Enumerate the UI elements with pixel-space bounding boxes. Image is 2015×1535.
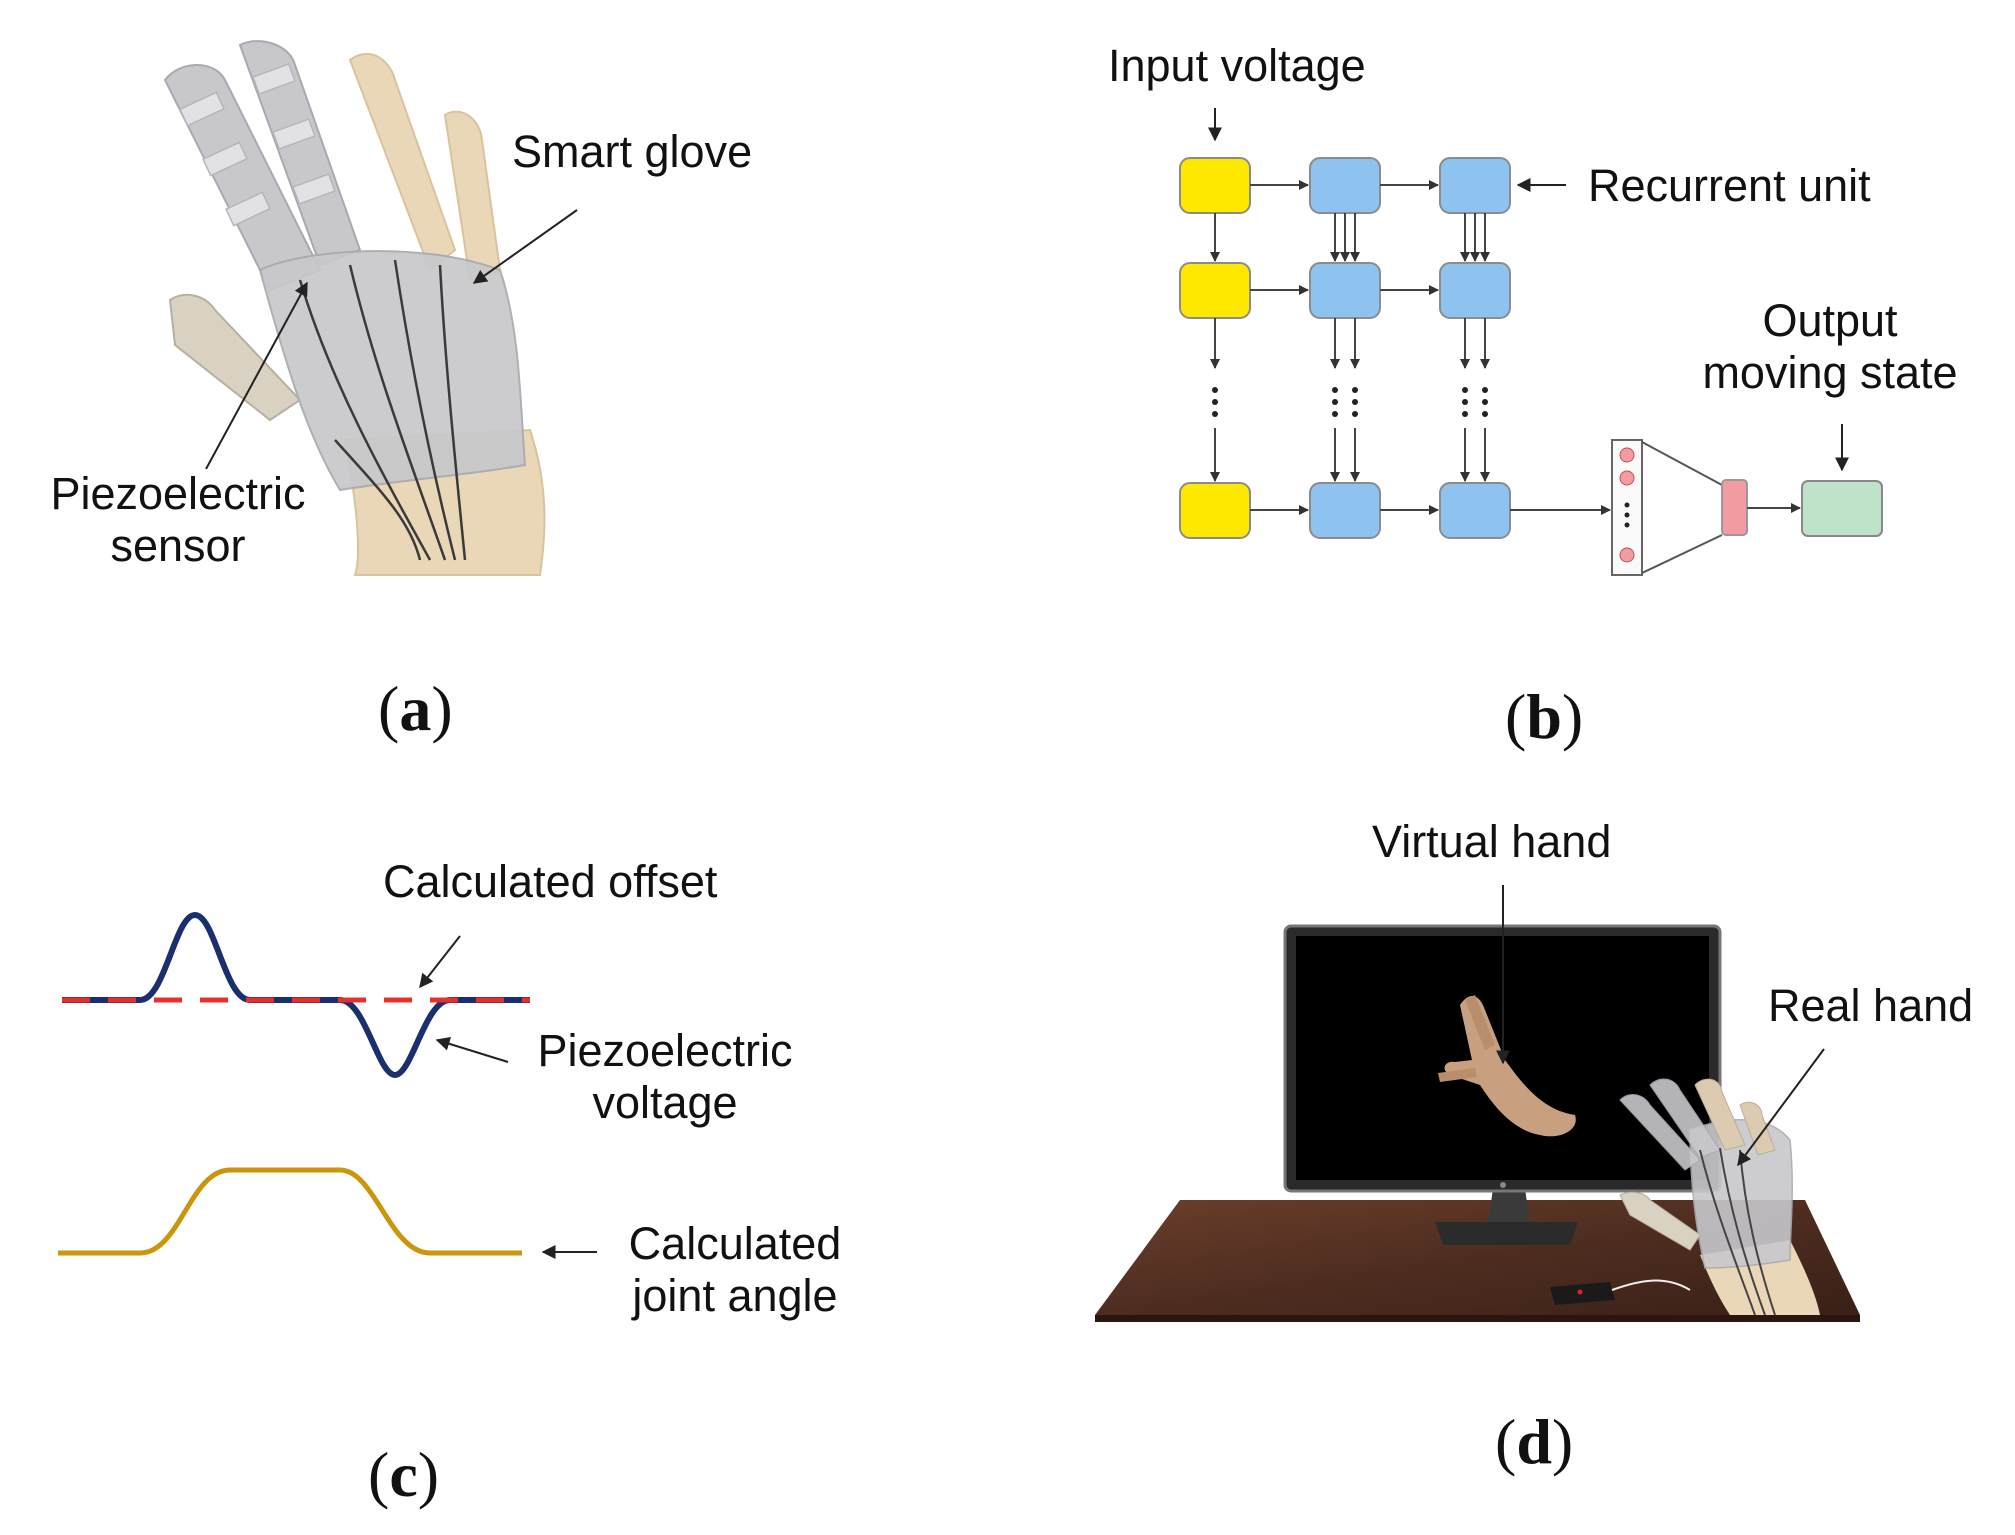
phone [1550,1282,1615,1305]
real-hand-label: Real hand [1768,980,1974,1031]
caption-b: (b) [1505,680,1583,754]
piezo-voltage-label: Piezoelectric voltage [510,1025,820,1129]
piezo-voltage-curve [62,911,530,1079]
recurrent-node [1309,482,1381,539]
recurrent-node [1309,262,1381,319]
virtual-hand-label: Virtual hand [1372,816,1612,867]
caption-b-letter: b [1526,681,1562,752]
caption-a-open: ( [378,673,400,744]
caption-b-close: ) [1561,681,1584,752]
smart-glove-pointer [472,209,578,284]
caption-a-close: ) [431,673,453,744]
caption-d: (d) [1495,1405,1573,1479]
panel-b-network [1179,157,1883,576]
caption-a-letter: a [399,673,432,744]
caption-d-close: ) [1551,1406,1574,1477]
real-hand [1619,1078,1820,1316]
output-node [1801,480,1883,537]
piezo-sensor-label-line1: Piezoelectric [50,468,306,519]
panel-a-hand-illustration [163,40,546,576]
piezo-voltage-label-line1: Piezoelectric [537,1025,793,1076]
piezo-sensor-pointer [205,281,308,470]
piezo-voltage-label-line2: voltage [592,1076,738,1128]
output-label-line2: moving state [1702,346,1958,398]
input-node [1179,157,1251,214]
dense-output-node [1721,479,1748,536]
joint-angle-label: Calculated joint angle [600,1218,870,1322]
panel-c-signals [58,911,530,1256]
recurrent-node [1439,157,1511,214]
joint-angle-curve [58,1167,522,1256]
caption-c-letter: c [389,1439,418,1510]
caption-a: (a) [378,672,453,746]
output-moving-state-label: Output moving state [1680,295,1980,399]
calculated-offset-label: Calculated offset [383,856,718,907]
caption-c: (c) [368,1438,439,1512]
piezo-voltage-pointer [435,1037,509,1063]
caption-d-letter: d [1516,1406,1552,1477]
recurrent-node [1439,262,1511,319]
input-node [1179,482,1251,539]
recurrent-unit-label: Recurrent unit [1588,160,1871,211]
recurrent-node [1309,157,1381,214]
monitor-stand [1435,1222,1578,1245]
input-node [1179,262,1251,319]
joint-angle-label-line1: Calculated [628,1218,842,1269]
caption-c-close: ) [417,1439,440,1510]
caption-c-open: ( [368,1439,390,1510]
caption-d-open: ( [1495,1406,1517,1477]
piezo-sensor-label: Piezoelectric sensor [38,468,318,572]
caption-b-open: ( [1505,681,1527,752]
offset-pointer [419,935,461,989]
panel-d-scene [1095,924,1860,1322]
joint-angle-label-line2: joint angle [632,1269,838,1321]
virtual-hand [1438,995,1576,1137]
real-hand-pointer [1737,1048,1825,1167]
input-voltage-label: Input voltage [1108,40,1366,91]
output-label-line1: Output [1762,295,1898,346]
smart-glove-label: Smart glove [512,126,753,177]
piezo-sensor-label-line2: sensor [110,519,246,571]
recurrent-node [1439,482,1511,539]
